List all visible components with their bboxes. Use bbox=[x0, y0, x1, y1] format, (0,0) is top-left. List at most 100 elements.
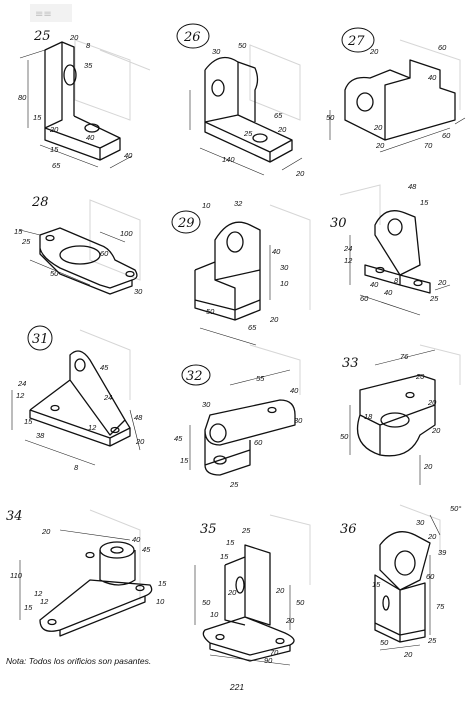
dim-label: 20 bbox=[423, 462, 433, 471]
dim-label: 76 bbox=[400, 352, 409, 361]
exercise-25: 25 20 8 35 80 15 40 20 15 65 40 bbox=[0, 20, 151, 180]
dim-label: 45 bbox=[142, 545, 151, 554]
dim-label: 50 bbox=[380, 638, 389, 647]
dim-label: 25 bbox=[241, 526, 251, 535]
dim-label: 30 bbox=[294, 416, 303, 425]
dim-label: 20 bbox=[277, 125, 287, 134]
isometric-drawing: 32 55 30 40 45 30 15 60 25 bbox=[174, 344, 303, 489]
dim-label: 10 bbox=[156, 597, 165, 606]
exercise-number: 27 bbox=[347, 34, 365, 49]
note-text: Todos los orificios son pasantes. bbox=[28, 656, 152, 666]
dim-label: 30 bbox=[416, 518, 425, 527]
dim-label: 80 bbox=[18, 93, 27, 102]
exercise-number: 30 bbox=[330, 216, 347, 231]
dim-label: 40 bbox=[370, 280, 379, 289]
dim-label: 20 bbox=[375, 141, 385, 150]
dim-label: 50 bbox=[202, 598, 211, 607]
dim-label: 25 bbox=[229, 480, 239, 489]
dim-label: 50 bbox=[296, 598, 305, 607]
dim-label: 35 bbox=[84, 61, 93, 70]
exercise-number: 34 bbox=[6, 509, 23, 524]
dim-label: 15 bbox=[226, 538, 235, 547]
dim-label: 60 bbox=[438, 43, 447, 52]
dim-label: 50 bbox=[50, 269, 59, 278]
exercise-number: 28 bbox=[31, 195, 49, 210]
dim-label: 20 bbox=[41, 527, 51, 536]
dim-label: 15 bbox=[420, 198, 429, 207]
dim-label: 40 bbox=[428, 73, 437, 82]
dim-label: 40 bbox=[124, 151, 133, 160]
isometric-drawing: 25 20 8 35 80 15 40 20 15 65 40 bbox=[18, 29, 151, 170]
dim-label: 20 bbox=[227, 588, 237, 597]
isometric-drawing: 27 20 60 40 50 20 70 60 20 bbox=[326, 27, 466, 153]
dim-label: 20 bbox=[275, 586, 285, 595]
dim-label: 20 bbox=[415, 372, 425, 381]
dim-label: 20 bbox=[295, 169, 305, 178]
exercise-35: 35 25 15 15 20 50 50 20 10 20 70 90 bbox=[160, 505, 311, 666]
dim-label: 70 bbox=[270, 648, 279, 657]
dim-label: 60 bbox=[360, 294, 369, 303]
dim-label: 15 bbox=[180, 456, 189, 465]
dim-label: 12 bbox=[40, 597, 49, 606]
exercise-30: 30 48 15 24 12 40 60 40 8 25 20 bbox=[320, 175, 470, 335]
dim-label: 40 bbox=[132, 535, 141, 544]
isometric-drawing: 33 76 20 18 50 20 20 20 bbox=[340, 344, 461, 485]
dim-label: 60 bbox=[254, 438, 263, 447]
dim-label: 20 bbox=[427, 532, 437, 541]
dim-label: 20 bbox=[403, 650, 413, 659]
dim-label: 50° bbox=[450, 504, 461, 513]
dim-label: 18 bbox=[364, 412, 373, 421]
dim-label: 50 bbox=[238, 41, 247, 50]
dim-label: 20 bbox=[437, 278, 447, 287]
dim-label: 10 bbox=[210, 610, 219, 619]
page-number: 221 bbox=[229, 682, 245, 692]
dim-label: 50 bbox=[206, 307, 215, 316]
dim-label: 12 bbox=[34, 589, 43, 598]
dim-label: 39 bbox=[438, 548, 447, 557]
dim-label: 20 bbox=[69, 33, 79, 42]
dim-label: 60 bbox=[442, 131, 451, 140]
dim-label: 15 bbox=[220, 552, 229, 561]
exercise-28: 28 15 25 100 60 50 30 bbox=[0, 190, 150, 350]
dim-label: 50 bbox=[326, 113, 335, 122]
isometric-drawing: 30 48 15 24 12 40 60 40 8 25 20 bbox=[330, 182, 451, 316]
dim-label: 65 bbox=[274, 111, 283, 120]
dim-label: 20 bbox=[431, 426, 441, 435]
isometric-drawing: 35 25 15 15 20 50 50 20 10 20 70 90 bbox=[194, 514, 311, 666]
dim-label: 20 bbox=[373, 123, 383, 132]
dim-label: 60 bbox=[426, 572, 435, 581]
dim-label: 50 bbox=[340, 432, 349, 441]
isometric-drawing: 31 24 12 45 24 12 38 48 8 15 20 bbox=[11, 325, 145, 472]
dim-label: 12 bbox=[16, 391, 25, 400]
exercise-36: 36 50° 30 20 39 15 60 75 50 25 20 bbox=[320, 495, 470, 659]
dim-label: 45 bbox=[174, 434, 183, 443]
exercise-number: 32 bbox=[186, 369, 203, 384]
dim-label: 110 bbox=[10, 571, 23, 580]
footnote: Nota: Todos los orificios son pasantes. bbox=[6, 656, 151, 666]
exercise-number: 31 bbox=[32, 332, 49, 347]
dim-label: 25 bbox=[21, 237, 31, 246]
isometric-drawing: 29 10 32 40 30 10 50 65 20 bbox=[171, 199, 311, 346]
exercise-32: 32 55 30 40 45 30 15 60 25 bbox=[160, 344, 310, 505]
dim-label: 40 bbox=[384, 288, 393, 297]
dim-label: 15 bbox=[372, 580, 381, 589]
dim-label: 65 bbox=[52, 161, 61, 170]
dim-label: 24 bbox=[17, 379, 26, 388]
exercise-number: 25 bbox=[33, 29, 51, 44]
dim-label: 8 bbox=[394, 276, 399, 285]
dim-label: 30 bbox=[134, 287, 143, 296]
dim-label: 20 bbox=[369, 47, 379, 56]
dim-label: 8 bbox=[86, 41, 91, 50]
dim-label: 25 bbox=[429, 294, 439, 303]
dim-label: 20 bbox=[49, 125, 59, 134]
exercise-31: 31 24 12 45 24 12 38 48 8 15 20 bbox=[0, 320, 150, 480]
page-corner-mark: ≡≡ bbox=[30, 4, 72, 22]
note-label: Nota: bbox=[6, 656, 27, 666]
dim-label: 20 bbox=[427, 398, 437, 407]
dim-label: 40 bbox=[272, 247, 281, 256]
dim-label: 15 bbox=[24, 603, 33, 612]
exercise-number: 36 bbox=[340, 522, 357, 537]
dim-label: 12 bbox=[88, 423, 97, 432]
isometric-drawing: 36 50° 30 20 39 15 60 75 50 25 20 bbox=[340, 504, 461, 659]
